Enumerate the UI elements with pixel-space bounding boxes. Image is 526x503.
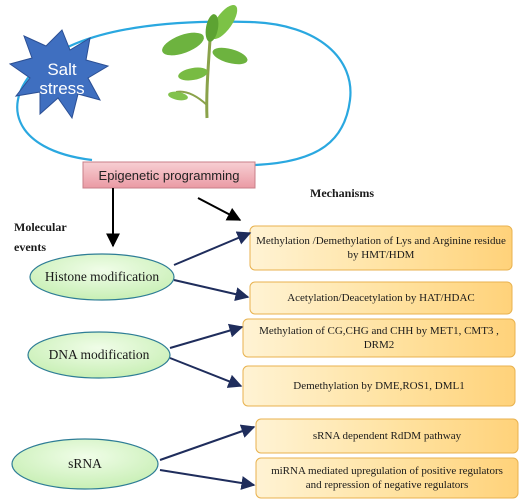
arrow-histone-to-mech1 [173, 231, 252, 266]
event-label-dna: DNA modification [48, 347, 150, 362]
mechanism-text-5: sRNA dependent RdDM pathway [312, 430, 462, 442]
starburst-icon [8, 29, 110, 120]
mechanism-text-2: Acetylation/Deacetylation by HAT/HDAC [287, 292, 475, 304]
mechanism-box-4 [242, 365, 516, 407]
arrow-srna-to-mech6 [159, 469, 256, 490]
mechanism-box-3 [242, 318, 516, 358]
arrow-dna-to-mech3 [169, 323, 244, 349]
epigenetic-programming-box [82, 161, 256, 189]
mechanism-box-2 [249, 281, 513, 315]
event-ellipse-dna [27, 331, 171, 379]
mechanism-text-6: miRNA mediated upregulation of positive … [271, 465, 503, 491]
event-label-srna: sRNA [68, 456, 102, 471]
seedling-icon [162, 4, 248, 119]
mechanism-text-4: Demethylation by DME,ROS1, DML1 [293, 380, 465, 392]
event-ellipse-srna [11, 438, 159, 490]
arrow-srna-to-mech5 [159, 424, 256, 461]
event-ellipse-histone [29, 253, 175, 301]
event-label-histone: Histone modification [44, 269, 160, 284]
arrow-dna-to-mech4 [169, 357, 243, 388]
mechanism-box-5 [255, 418, 519, 454]
mechanisms-heading: Mechanisms [310, 186, 374, 200]
molecular-events-heading: Molecular events [14, 220, 67, 254]
arrow-to-mechanisms [197, 197, 242, 221]
mechanism-box-1 [249, 225, 513, 271]
epigenetic-programming-label: Epigenetic programming [98, 167, 240, 183]
mechanism-box-6 [255, 457, 519, 499]
salt-stress-label: Salt stress [39, 60, 85, 98]
mechanism-text-3: Methylation of CG,CHG and CHH by MET1, C… [259, 325, 499, 351]
mechanism-text-1: Methylation /Demethylation of Lys and Ar… [256, 235, 506, 261]
arrow-histone-to-mech2 [173, 279, 250, 302]
